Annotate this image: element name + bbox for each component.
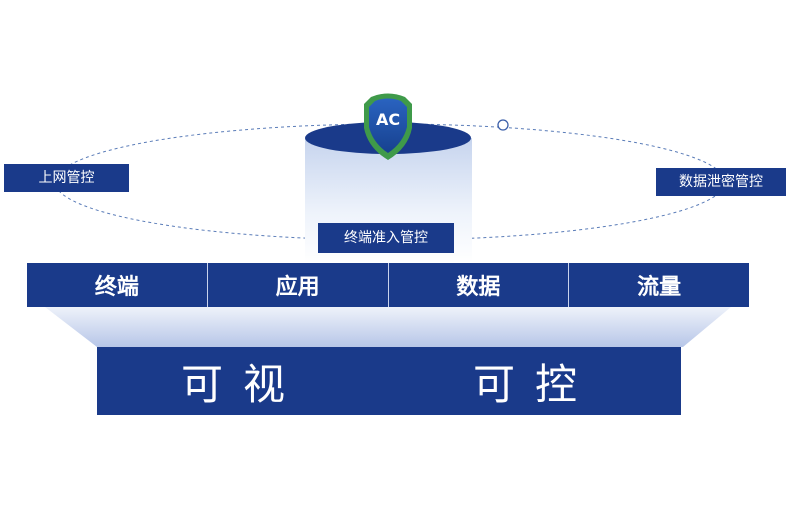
- category-bar: 终端 应用 数据 流量: [27, 263, 749, 307]
- funnel-shape: [45, 307, 731, 347]
- shield-badge-text: AC: [375, 110, 401, 129]
- base-controllable: 可控: [472, 359, 597, 409]
- category-endpoint: 终端: [27, 263, 208, 307]
- category-data: 数据: [389, 263, 570, 307]
- base-visible: 可视: [180, 359, 305, 409]
- shield-icon: [364, 93, 412, 160]
- label-internet-control: 上网管控: [4, 164, 129, 192]
- category-application: 应用: [208, 263, 389, 307]
- label-endpoint-access-control: 终端准入管控: [318, 223, 454, 253]
- base-block: 可视 可控: [97, 347, 681, 415]
- orbit-dot-right: [497, 119, 509, 131]
- category-traffic: 流量: [637, 275, 682, 300]
- label-data-leak-control: 数据泄密管控: [656, 168, 786, 196]
